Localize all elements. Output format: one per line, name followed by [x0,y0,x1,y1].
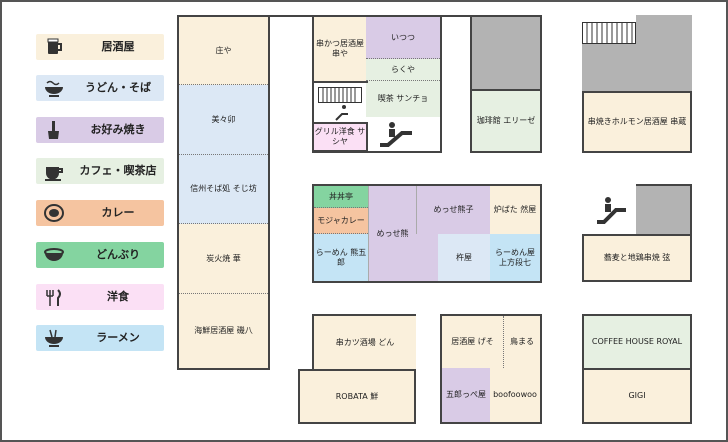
legend-item-ramen[interactable]: ラーメン [36,325,164,351]
shop-kushikatsu-izakaya[interactable]: 串かつ居酒屋 串や [314,17,366,81]
left-column-block [177,15,270,370]
legend-item-yoshoku[interactable]: 洋食 [36,284,164,310]
middle-center-block [312,184,542,283]
shop-robata-sen[interactable]: ROBATA 鮮 [298,369,414,422]
wall [690,184,692,282]
legend-item-okonomiyaki[interactable]: お好み焼き [36,117,164,143]
legend-label: うどん・そば [85,81,151,94]
shop-horumon[interactable]: 串焼きホルモン居酒屋 串蔵 [582,91,690,151]
beer-mug-icon [42,36,66,58]
shop-ramen-kamigata[interactable]: らーめん屋 上方段七 [490,234,540,281]
shop-mojya-curry[interactable]: モジャカレー [314,208,368,234]
top-center-block [312,15,442,153]
shop-kissa-sancho[interactable]: 喫茶 サンチョ [366,81,440,117]
legend-item-izakaya[interactable]: 居酒屋 [36,34,164,60]
bottom-center-block [298,314,416,424]
elise-block [470,15,542,153]
shop-coffee-royal[interactable]: COFFEE HOUSE ROYAL [584,316,690,368]
stairs-icon [582,22,636,44]
legend-item-curry[interactable]: カレー [36,200,164,226]
legend-item-cafe[interactable]: カフェ・喫茶店 [36,158,164,184]
legend-item-udon-soba[interactable]: うどん・そば [36,75,164,101]
shop-grill-sashiya[interactable]: グリル洋食 サシヤ [312,122,368,152]
shop-messe-kuma[interactable]: めっせ熊 [368,186,416,281]
shop-itsutsu[interactable]: いつつ [366,17,440,59]
shop-shoya[interactable]: 庄や [179,17,268,85]
shop-coffee-elise[interactable]: 珈琲館 エリーゼ [472,89,540,151]
wall [440,15,470,17]
escalator-icon [334,104,352,122]
elevator-core [636,186,692,234]
shop-misuzu[interactable]: 美々卯 [179,85,268,155]
ramen-bowl-icon [42,327,66,349]
legend-label: 洋食 [107,290,129,303]
shop-rakuya[interactable]: らくや [366,59,440,81]
escalator-icon [596,196,628,224]
donburi-bowl-icon [42,244,66,266]
curry-plate-icon [42,202,66,224]
escalator-icon [378,121,414,147]
shop-gorou[interactable]: 五郎っぺ屋 [442,368,490,422]
legend-label: ラーメン [96,331,140,344]
shop-sumibiyaki[interactable]: 炭火焼 華 [179,224,268,294]
legend-label: カフェ・喫茶店 [79,164,157,177]
shop-torimaru[interactable]: 鳥まる [504,316,540,368]
spatula-icon [42,119,66,141]
shop-kaisen-izakaya[interactable]: 海鮮居酒屋 磯八 [179,294,268,368]
shop-soba-jidori[interactable]: 蕎麦と地鶏串焼 弦 [582,234,692,282]
stairs-icon [318,87,362,103]
shop-kineya[interactable]: 杵屋 [438,234,490,281]
stair-landing [582,44,636,91]
shop-gigi[interactable]: GIGI [584,368,690,422]
shop-robata-zen[interactable]: 炉ばた 然屋 [490,186,540,234]
wall [268,15,314,17]
elevator-core [472,17,540,89]
coffee-cup-icon [42,160,66,182]
shop-ramen-kumagoro[interactable]: らーめん 熊五郎 [314,234,368,281]
fork-knife-icon [42,286,66,308]
legend-item-donburi[interactable]: どんぶり [36,242,164,268]
shop-messe-kumako[interactable]: めっせ熊子 [416,186,490,234]
wall [312,81,368,83]
shop-izakaya-gezo[interactable]: 居酒屋 げそ [442,316,504,368]
shop-donjitei[interactable]: 丼丼亭 [314,186,368,208]
legend-label: カレー [101,206,135,219]
wall [636,184,692,186]
legend-label: どんぶり [96,248,140,261]
legend-label: お好み焼き [90,123,146,136]
empty-unit [416,234,438,281]
shop-boofoowoo[interactable]: boofoowoo [490,368,540,422]
shop-kushikatsu-don[interactable]: 串カツ酒場 どん [312,314,416,369]
legend-label: 居酒屋 [101,40,135,53]
elevator-core [636,15,692,91]
noodle-bowl-icon [42,77,66,99]
bottom-right-block [582,314,692,424]
bottom-middle-block [440,314,542,424]
shop-shinshu-soba[interactable]: 信州そば処 そじ坊 [179,155,268,224]
